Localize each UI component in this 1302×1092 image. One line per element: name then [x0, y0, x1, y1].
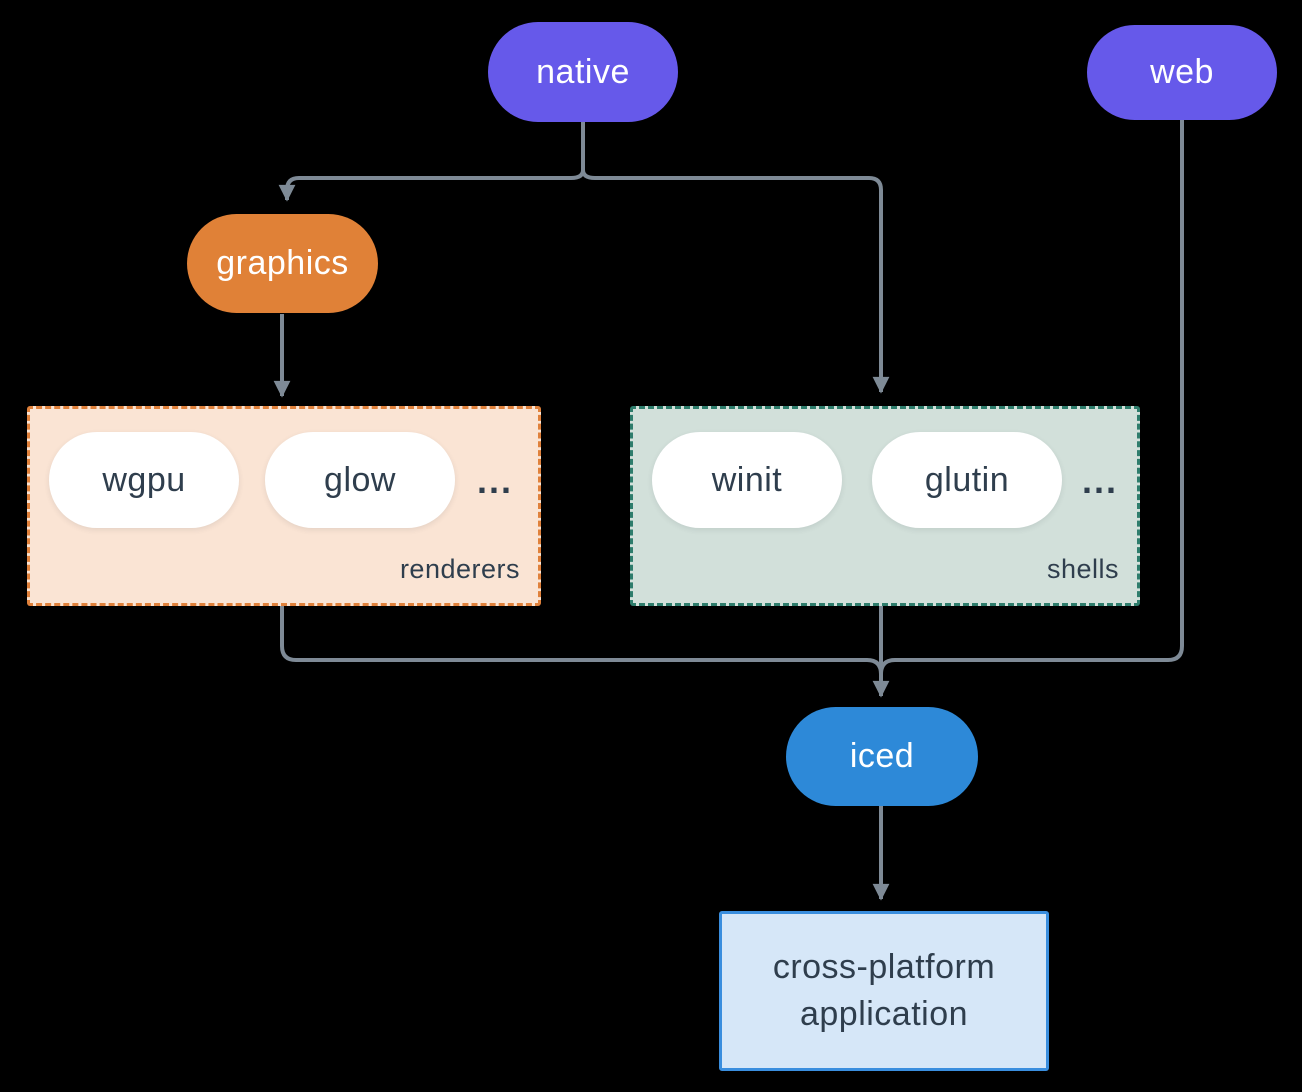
edge-native-to-shells [581, 122, 890, 394]
edge-renderers-to-merge [280, 601, 883, 675]
node-iced-label: iced [849, 737, 915, 775]
edge-native-to-graphics [278, 122, 585, 202]
node-glow: glow [265, 432, 455, 528]
node-native-label: native [536, 52, 630, 91]
node-glow-label: glow [324, 460, 396, 499]
node-glutin-label: glutin [924, 460, 1010, 499]
node-wgpu: wgpu [49, 432, 239, 528]
node-winit-label: winit [711, 460, 783, 499]
node-winit: winit [652, 432, 842, 528]
node-app-label: cross-platform application [772, 948, 996, 1033]
node-web: web [1087, 25, 1277, 120]
node-glutin: glutin [872, 432, 1062, 528]
node-native: native [488, 22, 678, 122]
shells-ellipsis: ... [1082, 460, 1119, 501]
node-web-label: web [1150, 53, 1214, 91]
node-graphics-label: graphics [216, 244, 349, 282]
node-cross-platform-application: cross-platform application [719, 911, 1049, 1071]
node-wgpu-label: wgpu [102, 460, 186, 499]
node-graphics: graphics [187, 214, 378, 313]
node-iced: iced [786, 707, 978, 806]
renderers-ellipsis: ... [477, 460, 514, 501]
